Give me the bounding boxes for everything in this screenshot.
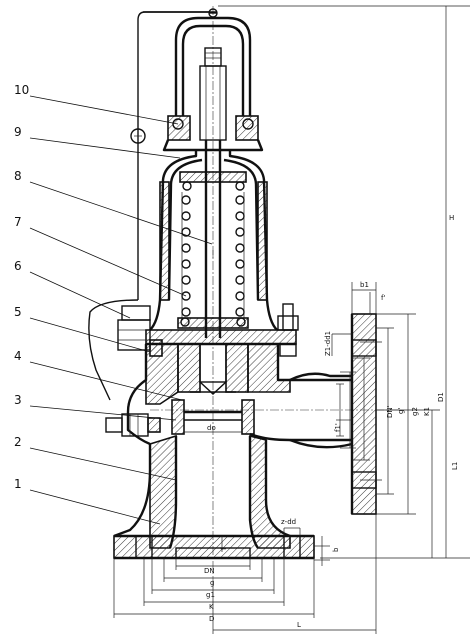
valve-stem [204,140,222,338]
dim-bore: do [207,424,216,432]
spring [181,192,245,318]
dim-outlet-b1: b1 [360,281,369,289]
adjusting-screw [199,47,227,141]
dim-outlet-f1-prime: f1' [334,423,342,432]
callout-4: 4 [14,349,22,363]
dim-outlet-f-prime: f' [381,294,385,302]
dim-inlet-dn: DN [204,567,215,575]
dimension-labels: H do b1 f' Z1-dd1 DN' g' g2 K1 D1 L1 f1'… [204,214,459,629]
dim-inlet-b: b [332,547,340,552]
callout-numbers: 10 9 8 7 6 5 4 3 2 1 [14,83,29,491]
dim-height: H [449,214,454,222]
bonnet-body [149,150,278,331]
dim-inlet-z-dd: z-dd [281,518,296,526]
dim-inlet-f: f [220,547,228,550]
lower-spring-washer [177,317,249,329]
callout-8: 8 [14,169,22,183]
callout-9: 9 [14,125,22,139]
inlet-flange [113,534,315,560]
outlet-flange [289,313,377,515]
dim-outlet-g2: g2 [411,407,419,416]
side-fitting-upper [117,305,163,357]
dim-outlet-k1: K1 [423,407,431,416]
callout-3: 3 [14,393,22,407]
callout-7: 7 [14,215,22,229]
callout-5: 5 [14,305,22,319]
callout-6: 6 [14,259,22,273]
callout-leaders [29,95,213,525]
center-lines [150,6,400,580]
upper-spring-washer [179,171,247,191]
dim-outlet-dn-prime: DN' [386,405,394,418]
dim-outlet-g-prime: g' [397,408,405,414]
valve-seat [171,399,255,435]
dim-outlet-z1-dd1: Z1-dd1 [324,331,332,356]
dim-inlet-k: K [209,603,214,611]
callout-10: 10 [14,83,29,97]
valve-disc [177,343,249,395]
valve-cap [174,8,252,116]
callout-1: 1 [14,477,22,491]
lifting-rod [88,11,217,401]
dim-outlet-d1: D1 [437,392,445,402]
callout-2: 2 [14,435,22,449]
dim-inlet-g1: g1 [206,591,215,599]
dimension-lines [113,5,470,634]
dim-inlet-l: L [297,621,301,629]
dim-inlet-d: D [209,615,214,623]
valve-body [113,343,352,549]
dim-inlet-g: g [210,579,214,587]
lock-nut [162,115,264,152]
dim-outlet-l1: L1 [451,462,459,470]
